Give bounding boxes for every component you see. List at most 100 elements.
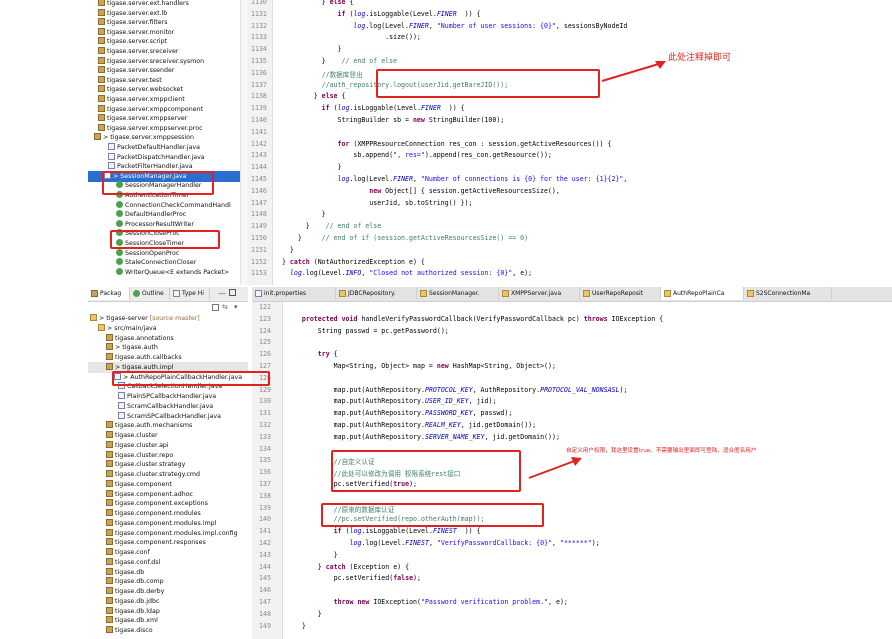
top-tree-item[interactable]: tigase.server.ext.handlers bbox=[88, 0, 240, 9]
code-token: INFO bbox=[345, 269, 362, 278]
top-tree-item-label: tigase.server.xmppcomponent bbox=[107, 105, 204, 113]
package-explorer-item[interactable]: tigase.cluster.strategy.cmd bbox=[88, 469, 248, 480]
top-tree-item[interactable]: ProcessorResultWriter bbox=[88, 219, 240, 230]
package-explorer-item[interactable]: tigase.auth.callbacks bbox=[88, 352, 248, 363]
maximize-icon[interactable] bbox=[229, 289, 236, 296]
package-explorer-item[interactable]: tigase.disco bbox=[88, 625, 248, 636]
package-explorer-item[interactable]: tigase.component.modules bbox=[88, 508, 248, 519]
top-tree-item[interactable]: tigase.server.xmppserver.proc bbox=[88, 123, 240, 134]
editor-tab[interactable]: XMPPServer.java bbox=[499, 287, 580, 300]
package-explorer-item[interactable]: tigase.cluster.strategy bbox=[88, 459, 248, 470]
top-tree-item-label: tigase.server.xmppserver bbox=[107, 115, 188, 123]
package-explorer-item[interactable]: tigase.component.modules.impl bbox=[88, 518, 248, 529]
editor-tab[interactable]: SessionManager. bbox=[417, 287, 499, 300]
package-explorer-item[interactable]: tigase.conf bbox=[88, 547, 248, 558]
code-token: false bbox=[393, 574, 414, 583]
package-explorer-item[interactable]: tigase.cluster.repo bbox=[88, 450, 248, 461]
package-explorer-item[interactable]: tigase.component.adhoc bbox=[88, 489, 248, 500]
top-tree-item[interactable]: WriterQueue<E extends Packet> bbox=[88, 267, 240, 278]
view-tab[interactable]: Packag bbox=[88, 287, 130, 300]
code-token: ); bbox=[413, 574, 421, 583]
editor-tab[interactable]: UserRepoReposit bbox=[580, 287, 661, 300]
top-tree-item[interactable]: PacketFilterHandler.java bbox=[88, 161, 240, 172]
code-token: //此处可以修改为调用 权限系统rest接口 bbox=[333, 470, 461, 479]
package-explorer-item-label: tigase.conf bbox=[115, 549, 150, 556]
editor-tab[interactable]: JDBCRepository. bbox=[336, 287, 417, 300]
top-code-editor[interactable]: 1130 } else {1131 if (log.isLoggable(Lev… bbox=[248, 0, 892, 285]
top-tree-item[interactable]: StaleConnectionCloser bbox=[88, 257, 240, 268]
package-explorer-item[interactable]: tigase.annotations bbox=[88, 333, 248, 344]
package-explorer-item[interactable]: PlainSPCallbackHandler.java bbox=[88, 391, 248, 402]
package-explorer-item[interactable]: tigase.conf.dsl bbox=[88, 557, 248, 568]
view-tab[interactable]: Outline bbox=[130, 287, 170, 300]
annotation-box-logout-comment bbox=[376, 69, 600, 98]
package-explorer-item[interactable]: tigase.db bbox=[88, 567, 248, 578]
top-tree-item[interactable]: SessionCloseProc bbox=[88, 228, 240, 239]
top-tree-item[interactable]: SessionCloseTimer bbox=[88, 238, 240, 249]
top-tree-item[interactable]: PacketDefaultHandler.java bbox=[88, 142, 240, 153]
code-token: USER_ID_KEY bbox=[424, 397, 469, 406]
class-icon bbox=[116, 219, 123, 227]
view-tab[interactable]: Type Hi bbox=[170, 287, 210, 300]
package-explorer-item[interactable]: tigase.db.comp bbox=[88, 576, 248, 587]
package-explorer-item[interactable]: > AuthRepoPlainCallbackHandler.java bbox=[88, 372, 248, 383]
package-explorer-item[interactable]: > src/main/java bbox=[88, 323, 248, 334]
top-editor-line-number: 1150 bbox=[251, 234, 267, 242]
package-explorer-item[interactable]: > tigase.auth.impl bbox=[88, 361, 248, 373]
package-explorer-item-label: tigase.annotations bbox=[115, 334, 174, 342]
editor-tab[interactable]: AuthRepoPlainCa bbox=[661, 287, 744, 300]
package-explorer-item[interactable]: ScramCallbackHandler.java bbox=[88, 401, 248, 412]
code-token: ); bbox=[619, 385, 628, 394]
package-explorer-item[interactable]: tigase.db.derby bbox=[88, 586, 248, 597]
package-explorer-item[interactable]: tigase.component.exceptions bbox=[88, 498, 248, 509]
package-explorer-item[interactable]: tigase.component.responses bbox=[88, 537, 248, 548]
top-tree-item[interactable]: tigase.server.filters bbox=[88, 17, 240, 28]
top-tree-item[interactable]: SessionManagerHandler bbox=[88, 180, 240, 191]
top-tree-item[interactable]: tigase.server.xmppserver bbox=[88, 113, 240, 124]
top-tree-item[interactable]: DefaultHandlerProc bbox=[88, 209, 240, 220]
package-icon bbox=[98, 85, 105, 93]
package-explorer-item-label: > tigase.auth bbox=[115, 344, 158, 352]
top-tree-item-label: PacketDefaultHandler.java bbox=[117, 144, 201, 151]
package-explorer-item[interactable]: tigase.db.xml bbox=[88, 615, 248, 626]
top-tree-item[interactable]: tigase.server.ext.lb bbox=[88, 8, 240, 19]
top-tree-item[interactable]: tigase.server.sreceiver bbox=[88, 46, 240, 57]
top-tree-item[interactable]: ConnectionCheckCommandHandl bbox=[88, 200, 240, 211]
editor-tab[interactable]: init.properties bbox=[252, 287, 336, 300]
top-tree-item[interactable]: tigase.server.websocket bbox=[88, 84, 240, 95]
package-explorer-item[interactable]: tigase.component bbox=[88, 479, 248, 490]
top-tree-item[interactable]: tigase.server.test bbox=[88, 75, 240, 86]
code-token: log bbox=[337, 104, 350, 113]
package-explorer-item[interactable]: tigase.auth.mechanisms bbox=[88, 420, 248, 431]
view-menu-icon[interactable]: ▾ bbox=[234, 303, 238, 311]
top-tree-scrollbar[interactable] bbox=[240, 0, 249, 285]
package-explorer-item[interactable]: tigase.cluster.api bbox=[88, 440, 248, 451]
top-tree-item[interactable]: PacketDispatchHandler.java bbox=[88, 152, 240, 163]
top-tree-item[interactable]: tigase.server.xmppcomponent bbox=[88, 104, 240, 115]
minimize-icon[interactable]: — bbox=[218, 289, 226, 298]
package-explorer-item[interactable]: > tigase.auth bbox=[88, 342, 248, 353]
java-file-icon bbox=[747, 290, 754, 297]
package-explorer-item[interactable]: tigase.db.ldap bbox=[88, 606, 248, 617]
code-token: "Closed not authorized session: {0}" bbox=[369, 269, 513, 278]
top-tree-item[interactable]: tigase.server.sreceiver.sysmon bbox=[88, 56, 240, 67]
top-tree-item[interactable]: tigase.server.xmppclient bbox=[88, 94, 240, 105]
package-explorer-item[interactable]: ScramSPCallbackHandler.java bbox=[88, 411, 248, 422]
top-tree-item[interactable]: tigase.server.monitor bbox=[88, 27, 240, 38]
top-tree-item[interactable]: tigase.server.script bbox=[88, 36, 240, 47]
top-tree-item[interactable]: tigase.server.ssender bbox=[88, 65, 240, 76]
editor-tab[interactable]: S2SConnectionMa bbox=[744, 287, 832, 300]
package-explorer-item[interactable]: > tigase-server [source master] bbox=[88, 314, 248, 324]
top-tree-item[interactable]: > tigase.server.xmppsession bbox=[88, 132, 240, 143]
package-explorer-item[interactable]: tigase.db.jdbc bbox=[88, 596, 248, 607]
bottom-editor-code-line: map.put(AuthRepository.USER_ID_KEY, jid)… bbox=[286, 397, 497, 406]
collapse-all-icon[interactable] bbox=[212, 304, 219, 311]
package-icon bbox=[98, 18, 105, 26]
package-explorer-item[interactable]: tigase.cluster bbox=[88, 430, 248, 441]
package-explorer-item-label: tigase.component.exceptions bbox=[115, 500, 208, 508]
link-with-editor-icon[interactable]: ⇆ bbox=[222, 303, 228, 311]
package-explorer-item[interactable]: tigase.component.modules.impl.config bbox=[88, 528, 248, 539]
top-tree-item[interactable]: SessionOpenProc bbox=[88, 248, 240, 259]
package-explorer-item-label: tigase.disco bbox=[115, 627, 153, 634]
